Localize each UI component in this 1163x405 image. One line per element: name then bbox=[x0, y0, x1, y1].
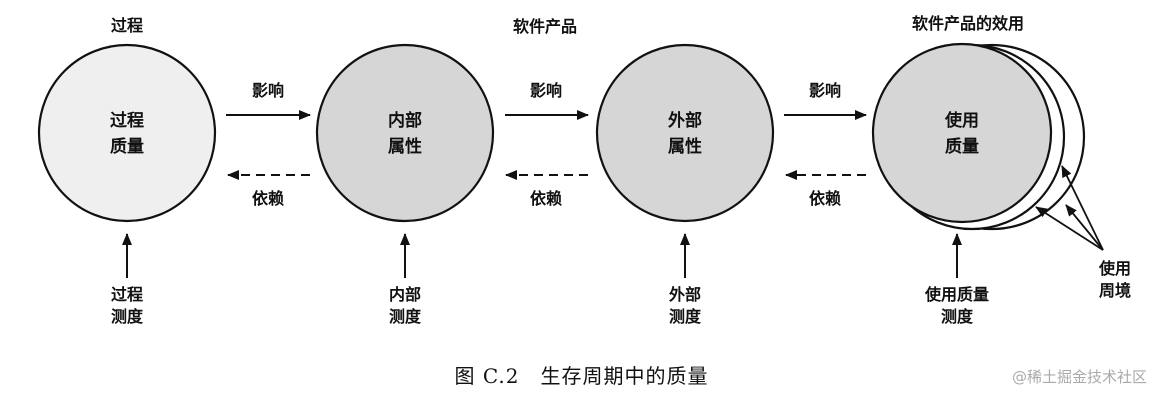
influence-label-2: 影响 bbox=[529, 81, 562, 100]
internal-attributes-circle bbox=[315, 43, 495, 223]
context-arrow-3 bbox=[1035, 206, 1104, 251]
context-arrow-1 bbox=[1061, 165, 1104, 251]
context-arrow-2 bbox=[1065, 204, 1104, 251]
use-quality-circle bbox=[871, 42, 1053, 224]
usage-context-label: 使用周境 bbox=[1098, 259, 1131, 300]
header-product-effect: 软件产品的效用 bbox=[911, 14, 1024, 33]
process-measure-label: 过程测度 bbox=[110, 285, 143, 326]
watermark: @稀土掘金技术社区 bbox=[1011, 368, 1147, 386]
depend-label-2: 依赖 bbox=[529, 189, 562, 208]
use-quality-measure-label: 使用质量测度 bbox=[924, 285, 989, 326]
depend-label-1: 依赖 bbox=[251, 189, 284, 208]
use-quality-label: 使用质量 bbox=[945, 111, 979, 157]
internal-attributes-label: 内部属性 bbox=[388, 111, 422, 157]
header-process: 过程 bbox=[110, 16, 143, 35]
influence-label-3: 影响 bbox=[808, 81, 841, 100]
external-measure-label: 外部测度 bbox=[668, 285, 701, 326]
process-quality-label: 过程质量 bbox=[110, 111, 144, 157]
influence-label-1: 影响 bbox=[251, 81, 284, 100]
header-software-product: 软件产品 bbox=[512, 17, 577, 36]
figure-caption: 图 C.2 生存周期中的质量 bbox=[454, 364, 709, 388]
depend-label-3: 依赖 bbox=[808, 189, 841, 208]
process-quality-circle bbox=[37, 43, 217, 223]
external-attributes-circle bbox=[595, 43, 775, 223]
external-attributes-label: 外部属性 bbox=[668, 111, 702, 157]
internal-measure-label: 内部测度 bbox=[388, 285, 421, 326]
